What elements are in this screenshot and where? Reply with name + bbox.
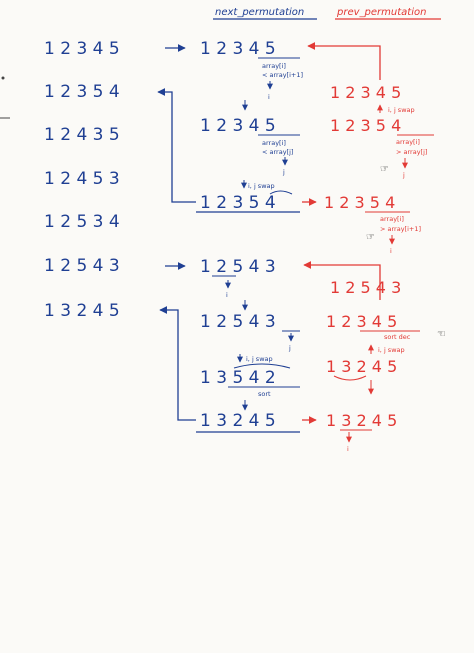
prev-section-1: 1 2 3 4 5 i, j swap 1 2 3 5 4 array[i] >… [324,83,434,255]
left-permutation: 1 3 2 4 5 [44,301,120,321]
next-row: 1 2 3 4 5 [200,116,276,136]
prev-row: 1 2 5 4 3 [330,278,401,297]
note: < array[j] [262,148,293,156]
next-section-2: 1 2 5 4 3 i 1 2 5 4 3 j i, j swap 1 3 5 … [196,257,300,433]
next-row: 1 3 2 4 5 [200,411,276,431]
left-permutation: 1 2 4 3 5 [44,125,120,145]
prev-loop-arrow-2 [303,261,381,300]
next-row: 1 2 5 4 3 [200,257,276,277]
pointing-hand-icon: ☞ [366,232,375,243]
note: > array[j] [396,148,427,156]
swap-label: i, j swap [388,106,415,114]
note: array[i] [380,215,404,223]
next-row: 1 3 5 4 2 [200,368,276,388]
i-label: i [347,445,349,453]
swap-arc [269,190,293,195]
note: > array[i+1] [380,225,421,233]
header-next-permutation: next_permutation [215,7,304,18]
left-permutation: 1 2 5 4 3 [44,256,120,276]
prev-row: 1 2 3 5 4 [330,116,401,135]
i-label: i [268,93,270,101]
left-permutation: 1 2 3 4 5 [44,39,120,59]
note: < array[i+1] [262,71,303,79]
next-section-1: 1 2 3 4 5 array[i] < array[i+1] i 1 2 3 … [196,39,303,213]
margin-dot [1,76,5,80]
note: array[i] [262,139,286,147]
prev-loop-arrow-1 [307,42,381,80]
pointing-hand-icon: ☞ [380,164,389,175]
swap-label: i, j swap [246,355,273,363]
left-permutation: 1 2 5 3 4 [44,212,120,232]
sort-label: sort [258,390,271,398]
prev-section-2: 1 2 5 4 3 1 2 3 4 5 sort dec i, j swap 1… [326,278,420,453]
i-label: i [226,291,228,299]
next-row: 1 2 5 4 3 [200,312,276,332]
prev-row: 1 3 2 4 5 [326,357,397,376]
swap-label: i, j swap [248,182,275,190]
j-label: j [288,344,291,352]
swap-label: i, j swap [378,346,405,354]
prev-row: 1 2 3 4 5 [330,83,401,102]
prev-row: 1 2 3 5 4 [324,193,395,212]
note: array[i] [396,138,420,146]
pointer-doodles: ☞ ☞ ☜ [366,164,446,340]
loop-arrow-2 [159,306,196,421]
prev-row: 1 2 3 4 5 [326,312,397,331]
left-column: 1 2 3 4 5 1 2 3 5 4 1 2 4 3 5 1 2 4 5 3 … [44,39,120,321]
left-permutation: 1 2 3 5 4 [44,82,120,102]
swap-arc [233,363,291,369]
j-label: j [282,168,285,176]
swap-arc [333,375,367,381]
sort-label: sort dec [384,333,411,341]
note: array[i] [262,62,286,70]
loop-arrow-1 [157,88,196,203]
left-permutation: 1 2 4 5 3 [44,169,120,189]
header-prev-permutation: prev_permutation [336,7,426,18]
i-label: i [390,247,392,255]
next-row: 1 2 3 5 4 [200,193,276,213]
pointing-hand-icon: ☜ [437,329,446,340]
prev-row: 1 3 2 4 5 [326,411,397,430]
j-label: j [402,171,405,179]
next-row: 1 2 3 4 5 [200,39,276,59]
